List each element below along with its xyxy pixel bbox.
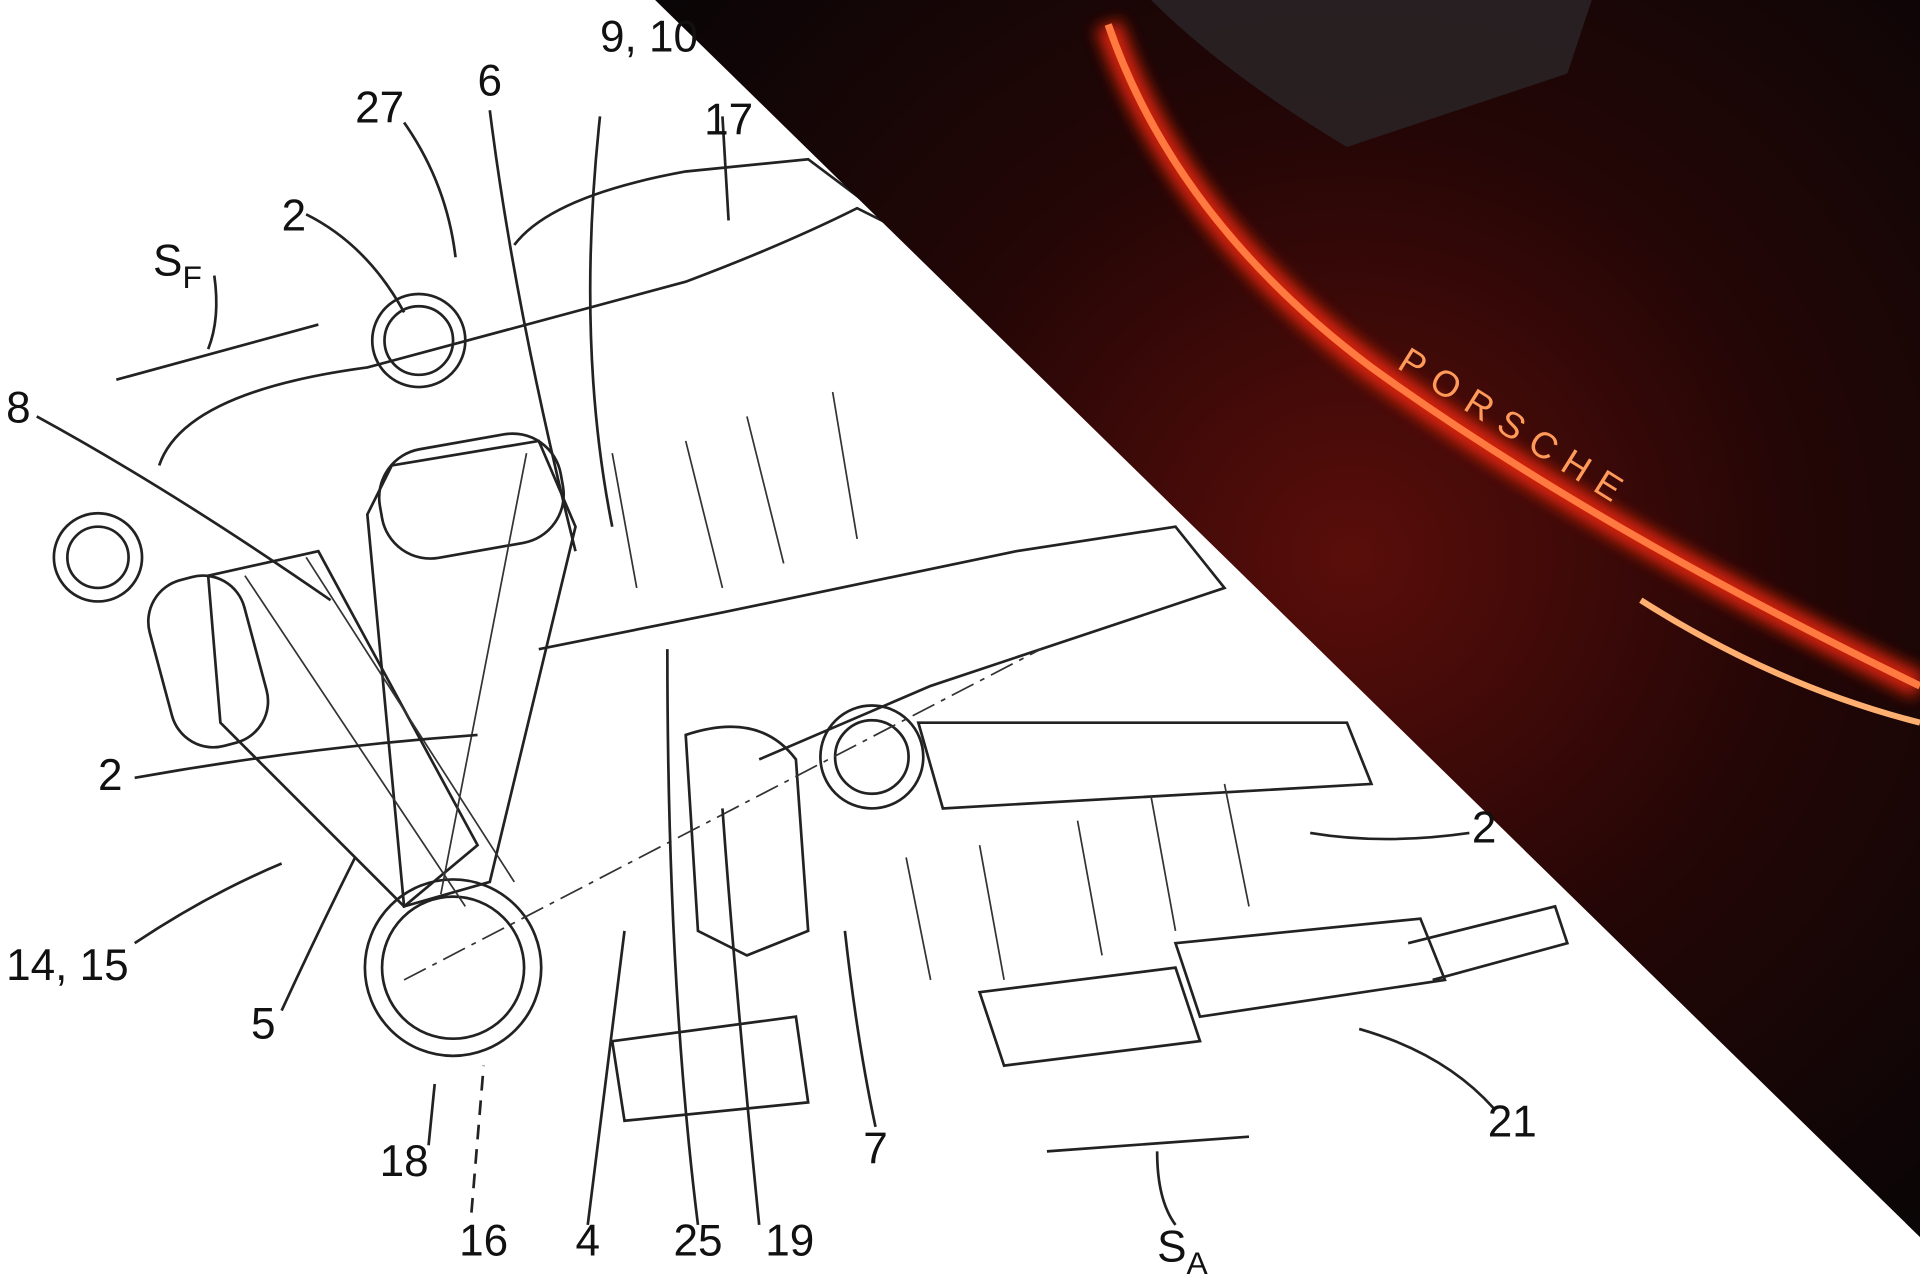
reference-labels: 27 6 9, 10 17 2 SF 8 2 14, 15 5 18 16 4 … bbox=[6, 12, 1537, 1280]
label-9-10: 9, 10 bbox=[600, 12, 698, 61]
label-4: 4 bbox=[576, 1216, 601, 1265]
label-17: 17 bbox=[704, 96, 753, 145]
label-2-right: 2 bbox=[1472, 804, 1497, 853]
porsche-taillight-photo: PORSCHE bbox=[655, 0, 1920, 1238]
label-2-mid: 2 bbox=[98, 751, 123, 800]
label-sf: SF bbox=[153, 237, 202, 295]
leader-lines bbox=[36, 110, 1495, 1226]
label-25: 25 bbox=[673, 1216, 722, 1265]
label-27: 27 bbox=[355, 83, 404, 132]
label-19: 19 bbox=[765, 1216, 814, 1265]
label-2-top: 2 bbox=[282, 191, 307, 240]
label-14-15: 14, 15 bbox=[6, 941, 129, 990]
label-8: 8 bbox=[6, 384, 31, 433]
label-6: 6 bbox=[478, 57, 503, 106]
label-5: 5 bbox=[251, 1000, 276, 1049]
label-sa: SA bbox=[1157, 1223, 1208, 1280]
label-7: 7 bbox=[863, 1125, 888, 1174]
label-21: 21 bbox=[1488, 1098, 1537, 1147]
label-16: 16 bbox=[459, 1216, 508, 1265]
label-18: 18 bbox=[380, 1137, 429, 1186]
